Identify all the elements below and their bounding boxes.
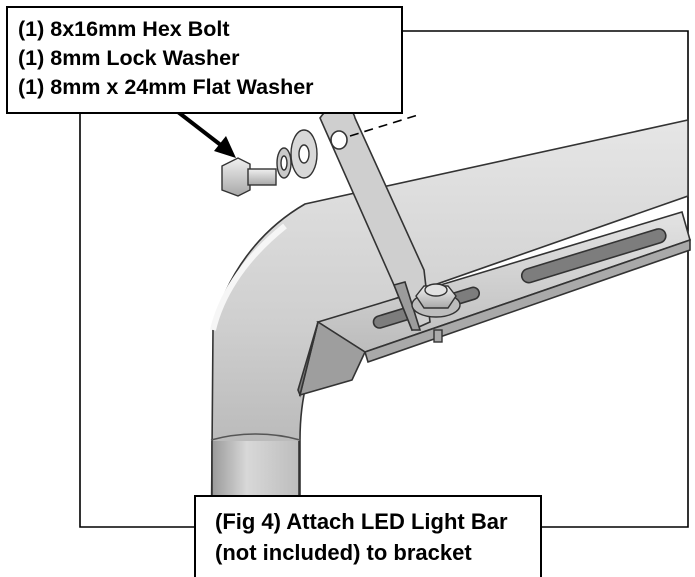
assembly-dashed-line <box>349 114 419 137</box>
parts-line-hex-bolt: (1) 8x16mm Hex Bolt <box>18 17 230 41</box>
parts-line-flat-washer: (1) 8mm x 24mm Flat Washer <box>18 75 314 99</box>
caption-line-1: (Fig 4) Attach LED Light Bar <box>215 509 508 534</box>
parts-line-lock-washer: (1) 8mm Lock Washer <box>18 46 240 70</box>
caption-line-2: (not included) to bracket <box>215 540 472 565</box>
parts-callout: (1) 8x16mm Hex Bolt (1) 8mm Lock Washer … <box>6 6 403 114</box>
plate-bolt <box>411 283 461 343</box>
lock-washer <box>276 147 292 179</box>
flat-washer <box>290 129 318 179</box>
hex-bolt <box>221 157 277 197</box>
bracket-hole <box>330 130 348 150</box>
frame-lines <box>79 30 689 528</box>
figure-caption: (Fig 4) Attach LED Light Bar (not includ… <box>194 495 542 577</box>
plate-slot <box>520 228 667 284</box>
pointer-arrow <box>176 110 236 158</box>
